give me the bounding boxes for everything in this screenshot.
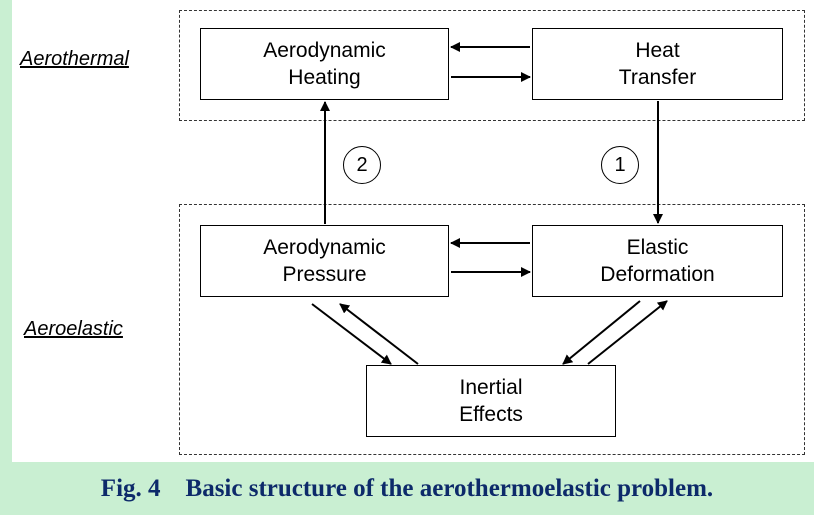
heat-transfer-box: Heat Transfer — [532, 28, 783, 100]
aerothermal-label: Aerothermal — [20, 48, 129, 70]
arrow-elastic-to-inertial — [562, 300, 641, 365]
marker-one: 1 — [601, 146, 639, 184]
arrow-inertial-to-pressure — [339, 303, 419, 365]
figure-caption: Fig. 4 Basic structure of the aerothermo… — [100, 474, 714, 502]
arrow-inertial-to-elastic — [587, 300, 668, 365]
inertial-effects-box: Inertial Effects — [366, 365, 616, 437]
aerodynamic-pressure-box: Aerodynamic Pressure — [200, 225, 449, 297]
aerothermal-group — [179, 10, 805, 121]
aeroelastic-group — [179, 204, 805, 455]
marker-two: 2 — [343, 146, 381, 184]
aerodynamic-heating-box: Aerodynamic Heating — [200, 28, 449, 100]
elastic-deformation-box: Elastic Deformation — [532, 225, 783, 297]
aeroelastic-label: Aeroelastic — [24, 318, 123, 340]
arrow-pressure-to-inertial — [311, 303, 392, 365]
